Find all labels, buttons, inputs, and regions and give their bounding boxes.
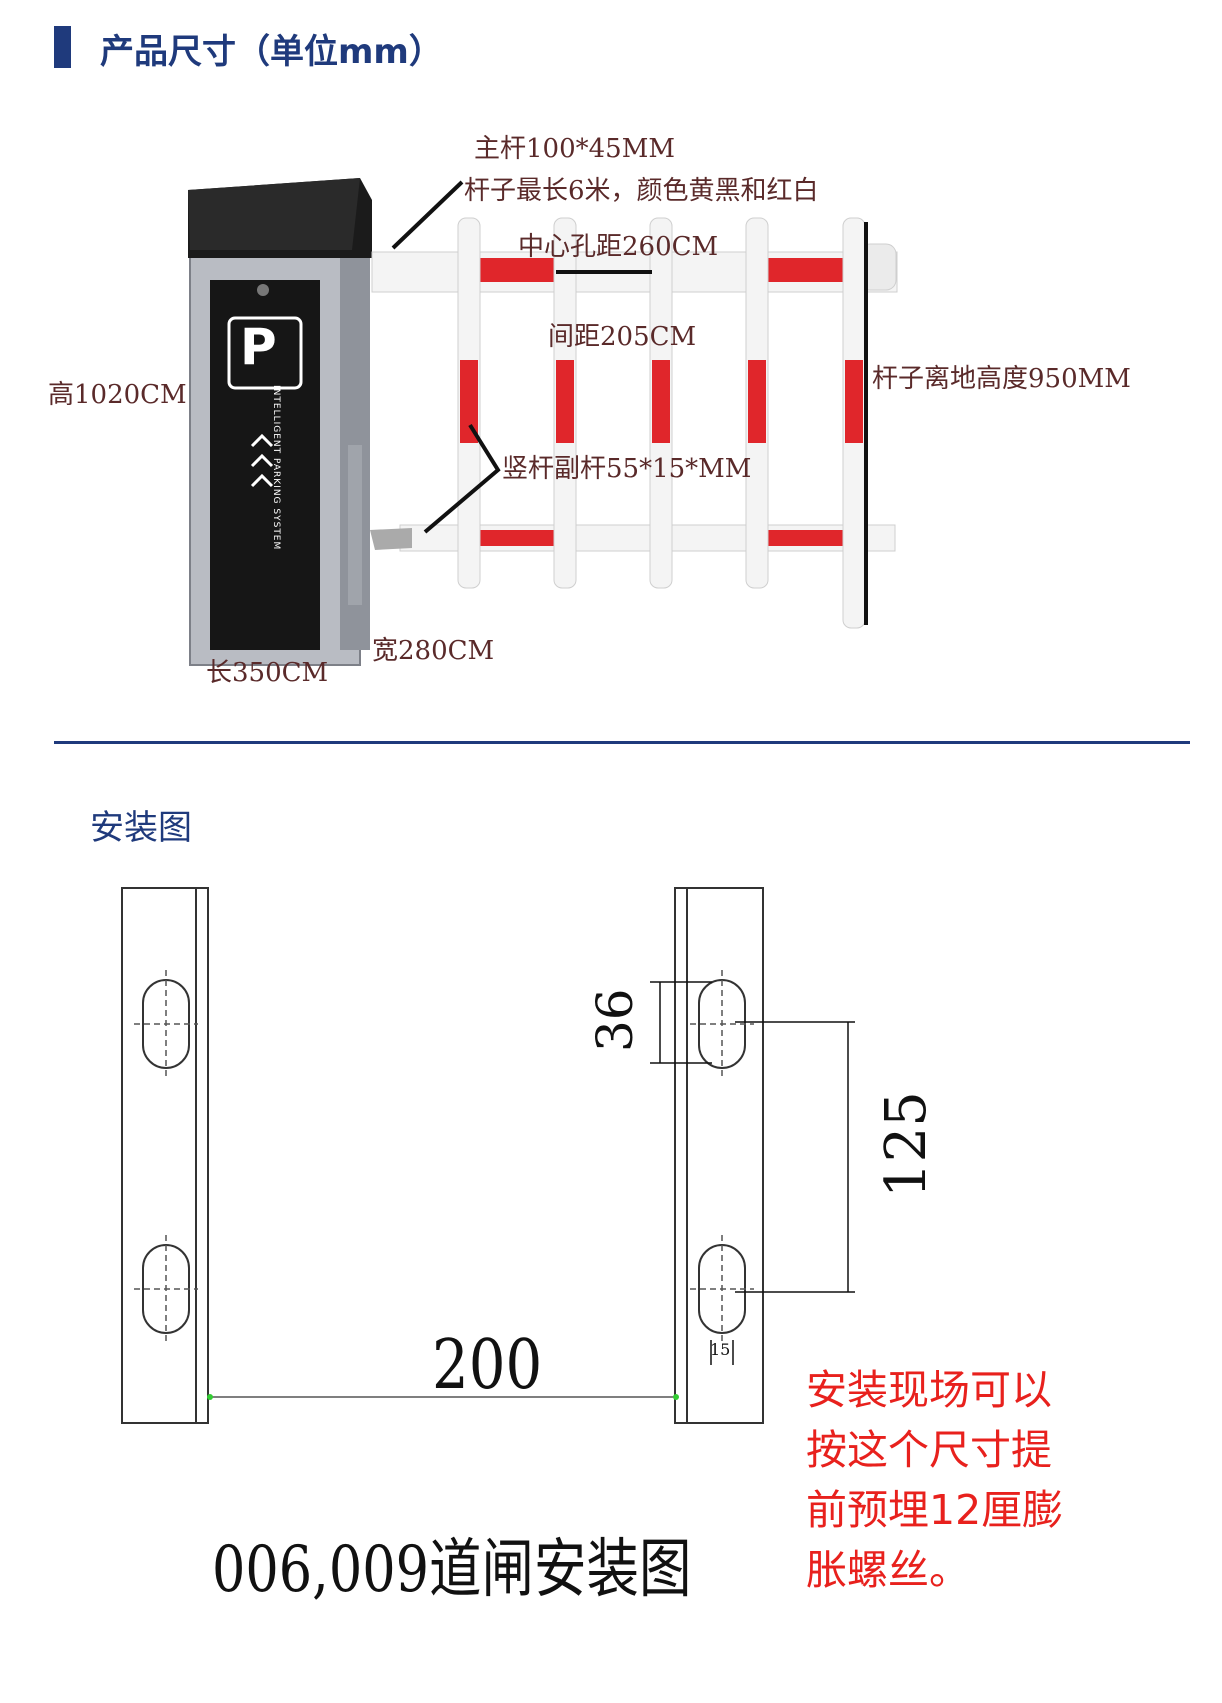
height-label: 高1020CM xyxy=(48,380,187,410)
center-hole-distance-label: 中心孔距260CM xyxy=(518,232,719,262)
left-base-plate xyxy=(121,887,209,1424)
dimension-15: 15 xyxy=(710,1340,731,1359)
width-label: 宽280CM xyxy=(372,636,495,666)
vertical-pole-label: 竖杆副杆55*15*MM xyxy=(502,454,752,484)
dimension-125: 125 xyxy=(874,1091,939,1198)
pole-length-color-label: 杆子最长6米，颜色黄黑和红白 xyxy=(464,176,819,206)
section-title: 产品尺寸（单位mm） xyxy=(100,32,443,72)
note-line: 按这个尺寸提 xyxy=(806,1426,1052,1474)
install-caption: 006,009道闸安装图 xyxy=(212,1533,692,1607)
pole-ground-height-label: 杆子离地高度950MM xyxy=(872,364,1131,394)
note-line: 胀螺丝。 xyxy=(806,1546,970,1594)
install-note: 安装现场可以 按这个尺寸提 前预埋12厘膨 胀螺丝。 xyxy=(806,1360,1063,1600)
gate-cabinet xyxy=(188,178,372,666)
install-section-label: 安装图 xyxy=(90,808,192,848)
dimension-200: 200 xyxy=(432,1326,543,1405)
right-base-plate xyxy=(674,887,764,1424)
note-line: 安装现场可以 xyxy=(806,1366,1052,1414)
section-divider xyxy=(54,741,1190,744)
parking-sign-letter: P xyxy=(240,318,277,376)
lower-pole xyxy=(370,524,896,552)
vertical-poles xyxy=(457,217,866,629)
length-label: 长350CM xyxy=(206,658,329,688)
note-line: 前预埋12厘膨 xyxy=(806,1486,1064,1534)
spacing-label: 间距205CM xyxy=(548,322,697,352)
dimension-36: 36 xyxy=(586,988,644,1052)
section-marker xyxy=(54,26,71,68)
main-pole-label: 主杆100*45MM xyxy=(474,134,675,164)
annotation-leaders xyxy=(391,180,868,625)
